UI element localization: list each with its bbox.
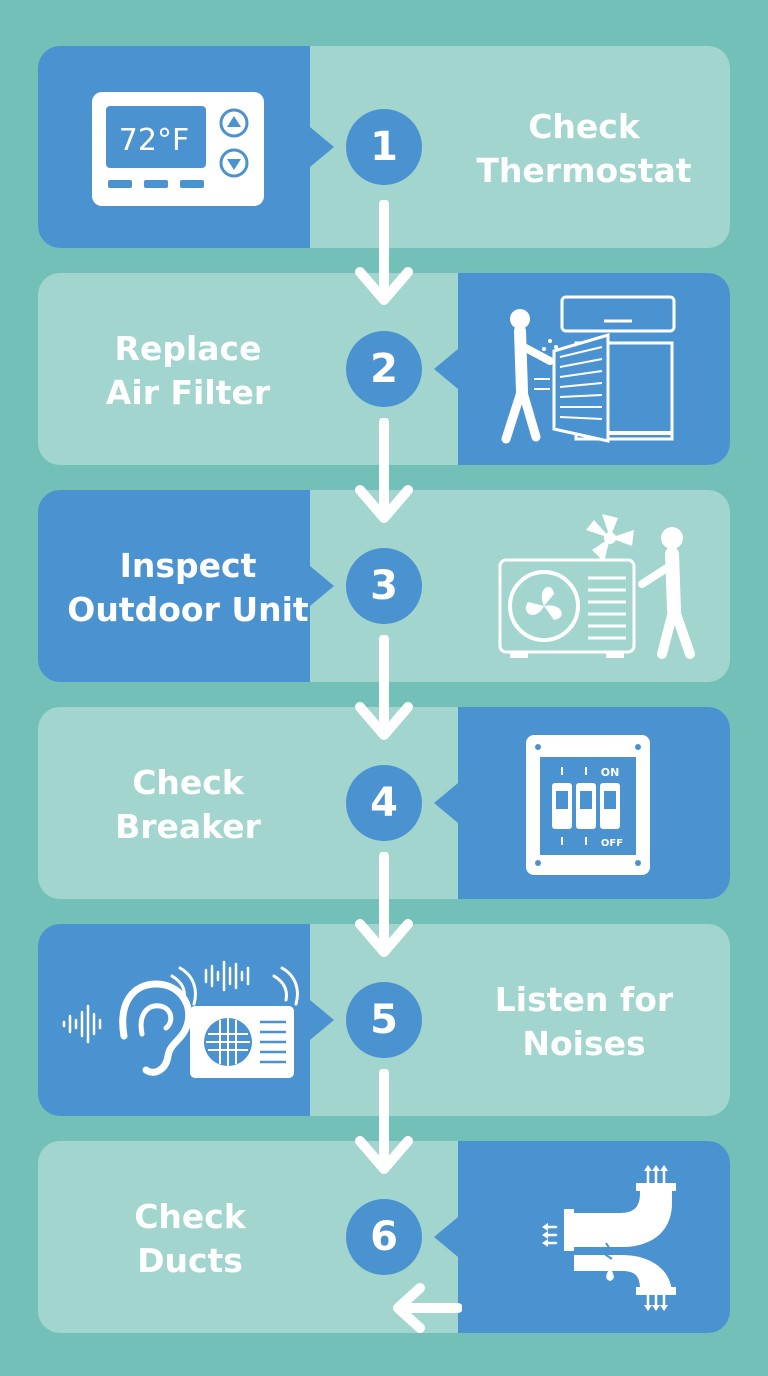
step-6-label-line2: Ducts <box>137 1241 243 1280</box>
step-card-6: Check Ducts 6 <box>38 1141 730 1333</box>
air-filter-icon <box>496 295 678 447</box>
step-1-pointer <box>310 127 334 167</box>
step-3-label-line2: Outdoor Unit <box>67 590 309 629</box>
step-5-pointer <box>310 1000 334 1040</box>
step-2-pointer <box>434 349 458 389</box>
step-2-label: Replace Air Filter <box>38 327 338 415</box>
step-6-pointer <box>434 1217 458 1257</box>
flow-arrow-4-5 <box>354 852 414 962</box>
step-card-1: 72°F Check Thermostat 1 <box>38 46 730 248</box>
step-6-label: Check Ducts <box>38 1195 342 1283</box>
step-5-number-badge: 5 <box>346 982 422 1058</box>
step-5-label-line1: Listen for <box>494 980 674 1019</box>
step-4-number-badge: 4 <box>346 765 422 841</box>
flow-arrow-3-4 <box>354 635 414 745</box>
step-1-label-line1: Check <box>528 107 640 146</box>
step-2-label-line1: Replace <box>114 329 262 368</box>
breaker-panel-icon: ON OFF <box>526 735 650 875</box>
listen-noise-icon <box>60 960 300 1082</box>
step-5-label-line2: Noises <box>522 1024 646 1063</box>
step-1-number-badge: 1 <box>346 109 422 185</box>
outdoor-unit-icon <box>496 514 696 660</box>
flow-arrow-end <box>390 1280 462 1336</box>
step-3-pointer <box>310 566 334 606</box>
switch-on-label: ON <box>601 766 620 779</box>
thermostat-icon: 72°F <box>92 92 264 206</box>
step-1-label-line2: Thermostat <box>476 151 692 190</box>
step-4-label-line1: Check <box>132 763 244 802</box>
step-3-label: Inspect Outdoor Unit <box>38 544 338 632</box>
step-3-icon-panel <box>38 490 310 682</box>
flow-arrow-2-3 <box>354 418 414 528</box>
step-1-label: Check Thermostat <box>438 105 730 193</box>
step-4-pointer <box>434 783 458 823</box>
ducts-icon <box>510 1163 680 1313</box>
step-5-label: Listen for Noises <box>438 978 730 1066</box>
step-2-label-line2: Air Filter <box>105 373 271 412</box>
step-4-label-line2: Breaker <box>115 807 261 846</box>
thermostat-reading: 72°F <box>119 123 189 158</box>
switch-off-label: OFF <box>601 838 623 849</box>
flow-arrow-5-6 <box>354 1069 414 1179</box>
step-6-label-line1: Check <box>134 1197 246 1236</box>
step-4-label: Check Breaker <box>38 761 338 849</box>
step-3-label-line1: Inspect <box>119 546 257 585</box>
flow-arrow-1-2 <box>354 200 414 310</box>
step-2-number-badge: 2 <box>346 331 422 407</box>
step-3-number-badge: 3 <box>346 548 422 624</box>
step-6-number-badge: 6 <box>346 1199 422 1275</box>
